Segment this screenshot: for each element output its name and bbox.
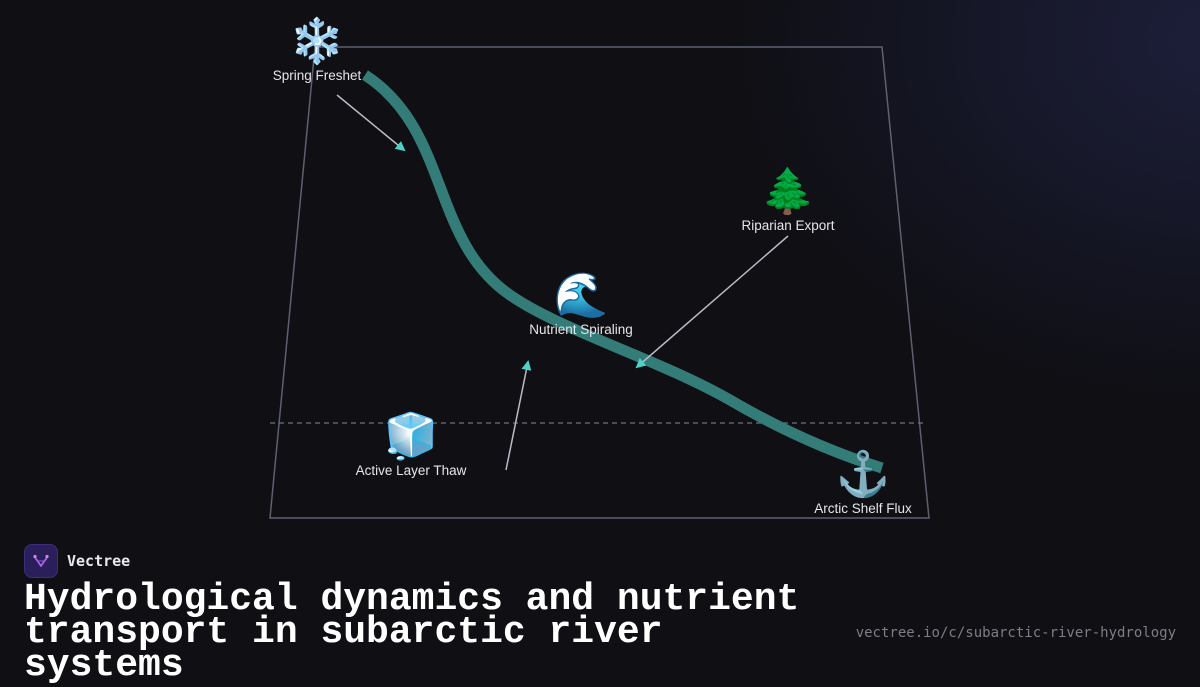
node-arctic-shelf-flux: ⚓ Arctic Shelf Flux bbox=[814, 450, 912, 517]
anchor-icon: ⚓ bbox=[835, 450, 891, 499]
brand[interactable]: Vectree bbox=[24, 544, 130, 578]
node-active-layer-thaw: 🧊 Active Layer Thaw bbox=[355, 412, 467, 479]
river-channel bbox=[362, 70, 884, 474]
node-riparian-export: 🌲 Riparian Export bbox=[741, 167, 835, 234]
evergreen-tree-icon: 🌲 bbox=[760, 167, 816, 216]
node-spring-freshet: ❄️ Spring Freshet bbox=[272, 17, 362, 84]
source-url[interactable]: vectree.io/c/subarctic-river-hydrology bbox=[855, 625, 1176, 641]
node-nutrient-spiraling: 🌊 Nutrient Spiraling bbox=[529, 271, 633, 338]
arrow-spring-freshet bbox=[336, 94, 406, 152]
page-title: Hydrological dynamics and nutrient trans… bbox=[24, 578, 800, 687]
water-wave-icon: 🌊 bbox=[553, 271, 609, 320]
arrow-active-layer-thaw bbox=[505, 360, 532, 471]
node-label: Spring Freshet bbox=[272, 68, 362, 83]
node-label: Nutrient Spiraling bbox=[529, 322, 633, 337]
brand-name: Vectree bbox=[67, 552, 131, 570]
vectree-logo-icon bbox=[24, 544, 58, 578]
node-label: Active Layer Thaw bbox=[355, 463, 467, 478]
arrow-riparian-export bbox=[635, 235, 789, 369]
ice-cube-icon: 🧊 bbox=[383, 412, 439, 461]
snowflake-icon: ❄️ bbox=[289, 17, 345, 66]
node-label: Riparian Export bbox=[741, 218, 835, 233]
diagram-frame bbox=[269, 46, 930, 519]
node-label: Arctic Shelf Flux bbox=[814, 501, 912, 516]
